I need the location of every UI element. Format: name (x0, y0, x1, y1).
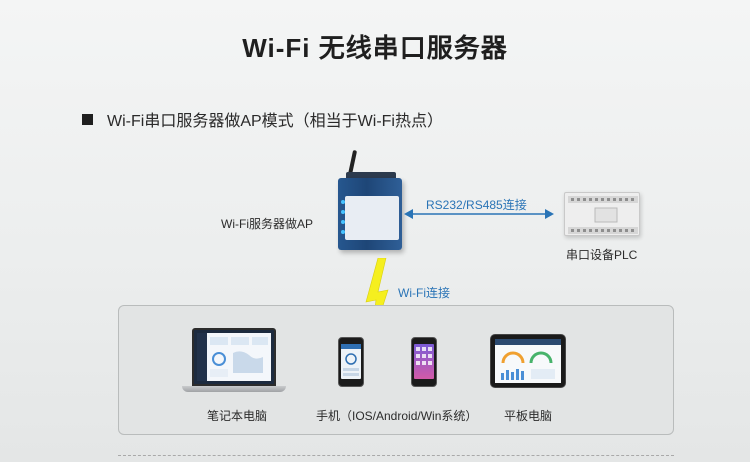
wifi-link-label: Wi-Fi连接 (398, 284, 450, 301)
laptop-base (182, 386, 286, 392)
status-led (341, 220, 345, 224)
laptop-label: 笔记本电脑 (207, 407, 267, 424)
phone-screen-graphic (341, 344, 361, 379)
tablet-dashboard-graphic (495, 339, 561, 383)
tablet-icon (490, 334, 566, 388)
server-label: Wi-Fi服务器做AP (221, 215, 313, 232)
divider (118, 455, 674, 456)
laptop-dashboard-graphic (197, 333, 271, 381)
laptop-icon (192, 328, 276, 386)
plc-device (564, 192, 640, 236)
plc-label: 串口设备PLC (566, 246, 637, 263)
plc-terminals-icon (565, 193, 641, 237)
phone-icon (338, 337, 364, 387)
tablet-label: 平板电脑 (504, 407, 552, 424)
square-bullet-icon (82, 114, 93, 125)
status-led (341, 200, 345, 204)
status-led (341, 210, 345, 214)
status-led (341, 230, 345, 234)
mode-description: Wi-Fi串口服务器做AP模式（相当于Wi-Fi热点） (82, 107, 443, 131)
phone-apps-graphic (414, 344, 434, 379)
page-title: Wi-Fi 无线串口服务器 (0, 28, 750, 65)
phone-icon (411, 337, 437, 387)
device-front-panel (345, 196, 399, 240)
phone-label: 手机（IOS/Android/Win系统） (316, 407, 477, 424)
mode-text: Wi-Fi串口服务器做AP模式（相当于Wi-Fi热点） (107, 107, 443, 131)
serial-link-label: RS232/RS485连接 (426, 196, 527, 213)
